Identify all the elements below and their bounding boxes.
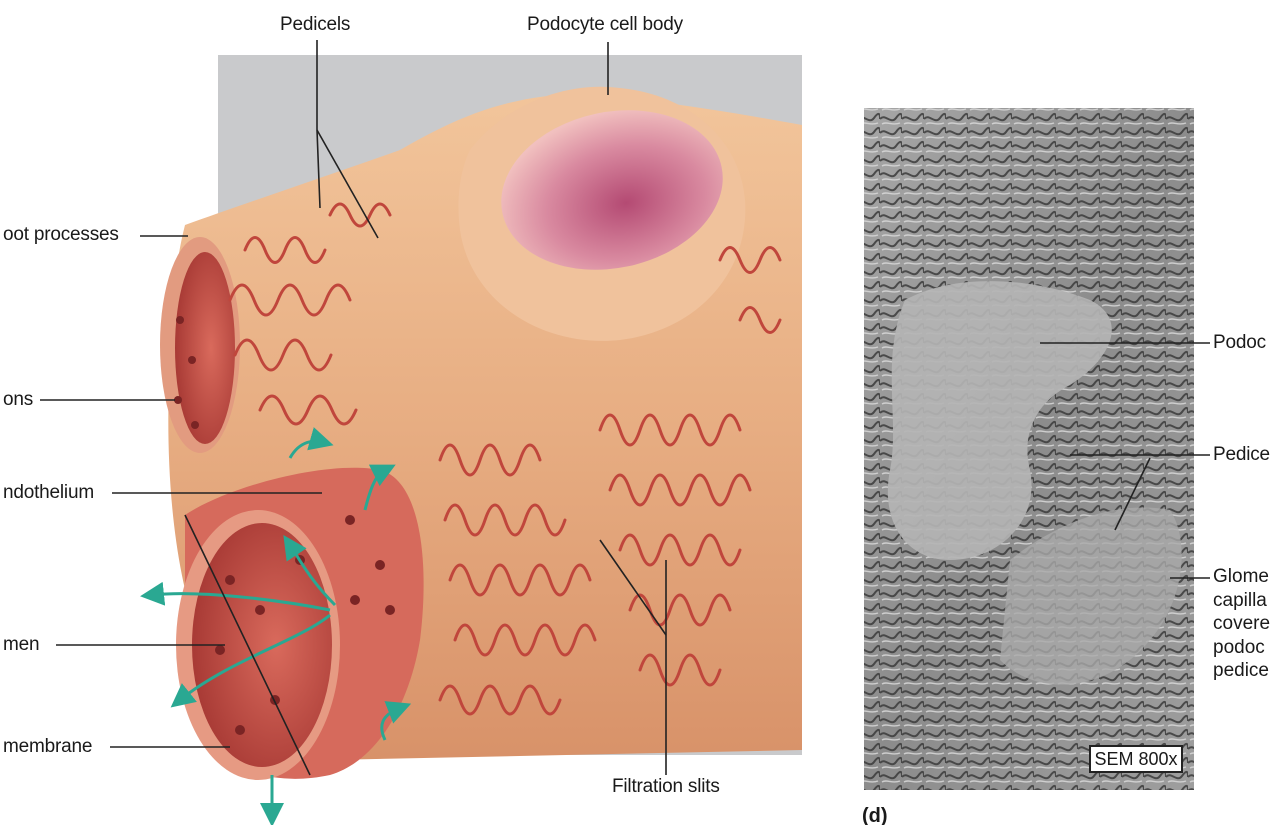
label-basement-membrane: membrane	[3, 736, 92, 758]
sem-label-line: pedice	[1213, 659, 1270, 683]
label-endothelium: ndothelium	[3, 482, 94, 504]
label-podocyte-cell-body: Podocyte cell body	[527, 14, 683, 36]
sem-label-pedicels: Pedice	[1213, 444, 1270, 466]
sem-magnification-badge: SEM 800x	[1089, 745, 1183, 773]
label-filtration-slits: Filtration slits	[612, 776, 720, 798]
panel-letter: (d)	[862, 805, 888, 825]
sem-label-glomerular-capillary: Glome capilla covere podoc pedice	[1213, 565, 1270, 683]
sem-micrograph	[864, 108, 1194, 790]
sem-label-line: capilla	[1213, 589, 1270, 613]
sem-label-line: podoc	[1213, 636, 1270, 660]
label-lumen: men	[3, 634, 39, 656]
sem-label-line: Glome	[1213, 565, 1270, 589]
capillary-lumen-upper	[175, 252, 235, 444]
sem-label-line: covere	[1213, 612, 1270, 636]
label-foot-processes: oot processes	[3, 224, 119, 246]
sem-label-podocyte: Podoc	[1213, 332, 1266, 354]
label-fenestrations: ons	[3, 389, 33, 411]
label-pedicels: Pedicels	[280, 14, 350, 36]
